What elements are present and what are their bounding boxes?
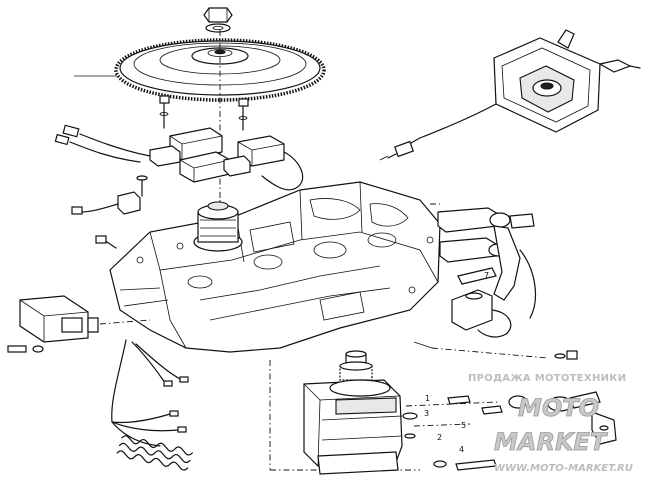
cdi-cable [403, 103, 497, 149]
cdi-leader-line [379, 155, 389, 161]
wire-connector-left [54, 124, 80, 146]
small-bolt-right [554, 350, 578, 360]
starter-bracket-bolts [402, 395, 503, 471]
bolt-right [238, 98, 249, 131]
left-fasteners [71, 175, 148, 249]
watermark-market-text: MARKET [494, 428, 608, 456]
flywheel-nut [203, 7, 233, 33]
starter-motor [303, 379, 403, 475]
callout-1: 1 [425, 394, 430, 403]
watermark-top-text: ПРОДАЖА МОТОТЕХНИКИ [468, 373, 626, 384]
watermark-moto-text: MOTO [518, 394, 599, 422]
callout-5: 5 [461, 421, 466, 430]
solenoid-parts [508, 391, 617, 445]
ignition-coil-upper [437, 207, 535, 233]
callout-3: 3 [424, 409, 429, 418]
plug-cap-right [493, 225, 537, 319]
coil-wire-right [261, 151, 304, 191]
cdi-unit [493, 29, 641, 133]
coil-centerlines [430, 203, 549, 359]
spring [116, 435, 193, 471]
watermark-url-text: WWW.MOTO-MARKET.RU [494, 463, 633, 474]
callout-2: 2 [437, 433, 442, 442]
wire-harness [111, 339, 189, 447]
charge-coil [149, 127, 223, 167]
cdi-cable-plug [387, 140, 414, 159]
stator-base [193, 201, 243, 252]
coil-wires-left [69, 133, 151, 163]
moto-market-watermark: ПРОДАЖА МОТОТЕХНИКИ MOTO MARKET WWW.MOTO… [468, 373, 633, 474]
relay-centerline [99, 319, 151, 325]
starter-pinion [339, 350, 373, 381]
relay-box [19, 295, 99, 343]
bolt-left [159, 95, 170, 129]
engine-block [109, 181, 441, 353]
relay-screw [7, 345, 44, 353]
rectifier [451, 289, 512, 338]
plug-cap-left [457, 267, 497, 285]
coil-leader-line [413, 341, 433, 349]
callout-4: 4 [459, 445, 464, 454]
callout-7: 7 [484, 271, 489, 280]
pulser-coil-right [223, 135, 285, 177]
